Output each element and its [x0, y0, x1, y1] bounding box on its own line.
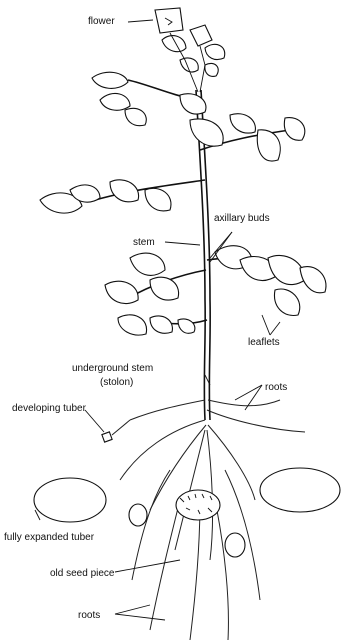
- label-stolon: (stolon): [100, 377, 133, 388]
- labels: flower stem axillary buds leaflets under…: [4, 16, 287, 621]
- label-underground-stem: underground stem: [72, 363, 153, 374]
- label-stem: stem: [133, 237, 155, 248]
- flower-bud-icon: [190, 25, 212, 46]
- label-flower: flower: [88, 16, 115, 27]
- flower-cluster: [155, 8, 225, 92]
- label-fully-expanded-tuber: fully expanded tuber: [4, 532, 95, 543]
- developing-tuber: [102, 432, 112, 442]
- label-developing-tuber: developing tuber: [12, 403, 87, 414]
- label-leaflets: leaflets: [248, 337, 280, 348]
- right-tuber: [260, 468, 340, 512]
- label-old-seed-piece: old seed piece: [50, 568, 115, 579]
- fully-expanded-tuber: [34, 478, 106, 522]
- label-roots-lower: roots: [78, 610, 100, 621]
- label-roots-upper: roots: [265, 382, 287, 393]
- seed-piece: [176, 490, 220, 520]
- label-axillary-buds: axillary buds: [214, 213, 270, 224]
